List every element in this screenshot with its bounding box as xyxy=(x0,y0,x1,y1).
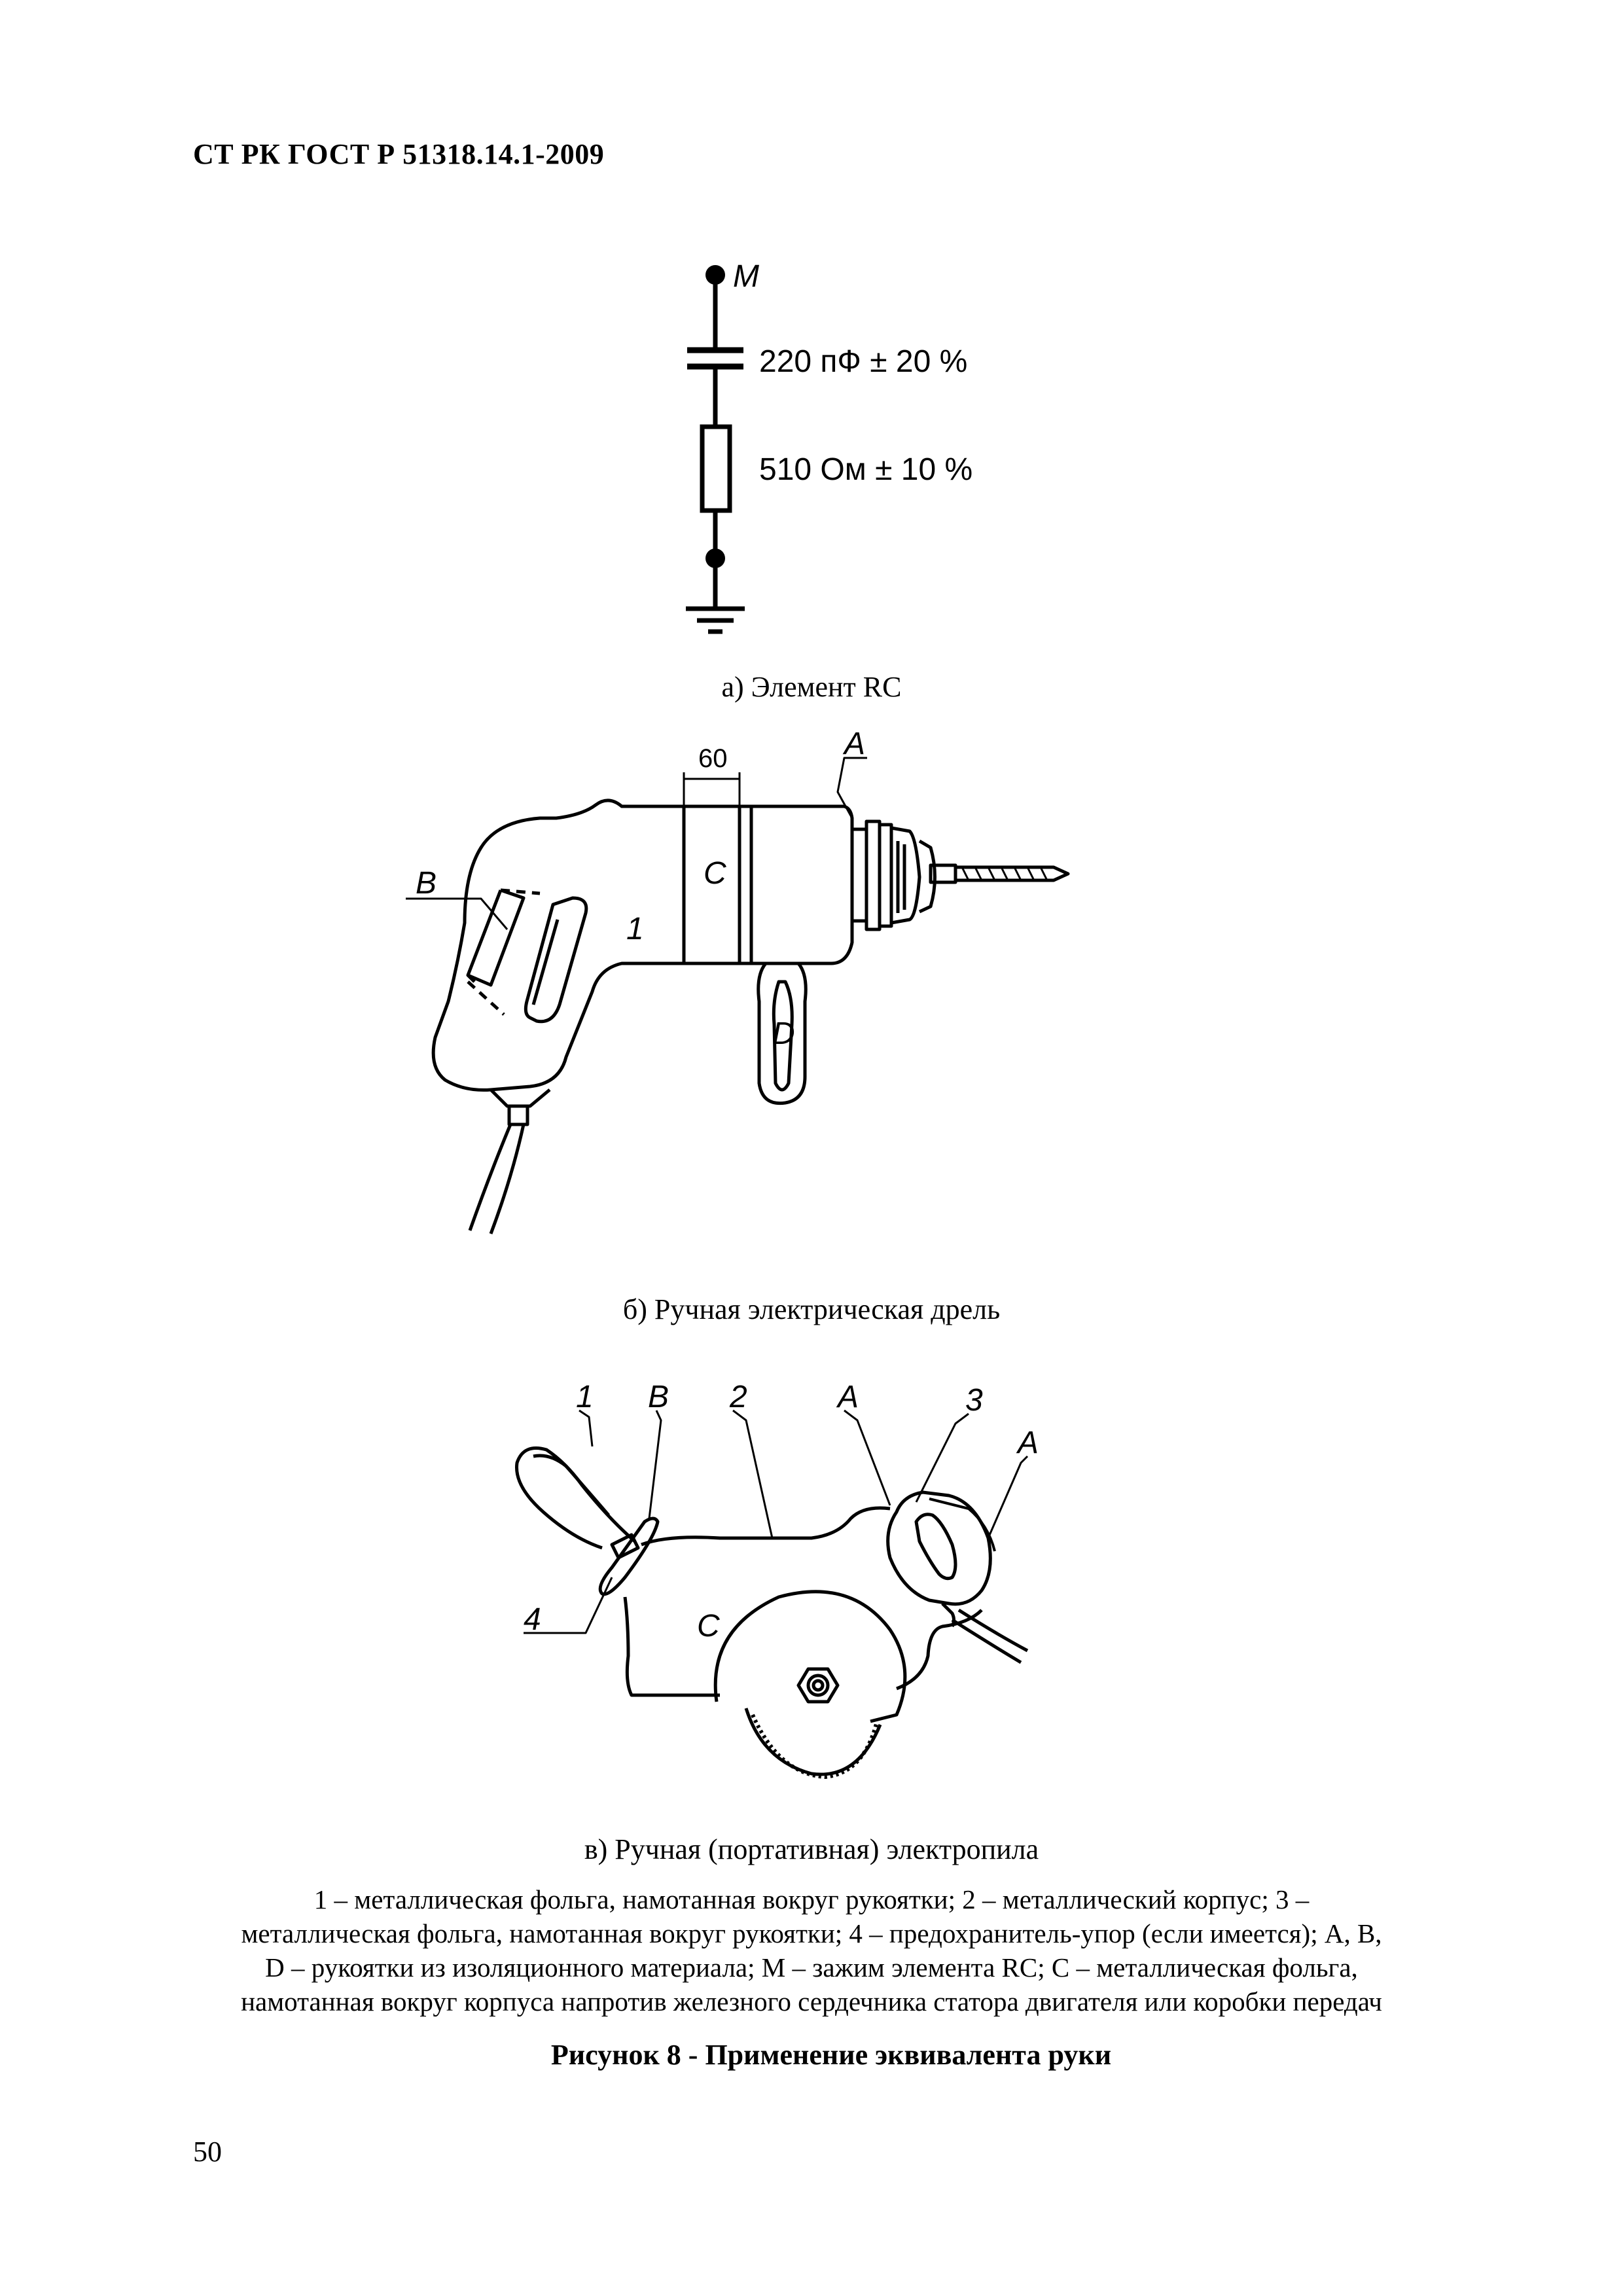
saw-label-3: 3 xyxy=(965,1383,983,1418)
terminal-m-label: M xyxy=(733,259,759,294)
drill-label-d: D xyxy=(772,1016,795,1051)
electric-saw-drawing: 1 B 2 A 3 A 4 C xyxy=(515,1381,1039,1779)
figure-b-caption: б) Ручная электрическая дрель xyxy=(622,1293,1001,1325)
junction-dot xyxy=(705,548,725,568)
page-number: 50 xyxy=(193,2136,222,2168)
figure-c-caption: в) Ручная (портативная) электропила xyxy=(584,1833,1039,1865)
figure-title: Рисунок 8 - Применение эквивалента руки xyxy=(550,2039,1112,2071)
rc-element-schematic: M 220 пФ ± 20 % 510 Ом ± 10 % xyxy=(686,259,972,634)
document-code-header: СТ РК ГОСТ Р 51318.14.1-2009 xyxy=(193,138,605,170)
saw-label-2: 2 xyxy=(729,1381,747,1414)
terminal-m-dot xyxy=(705,265,725,285)
dimension-60-label: 60 xyxy=(698,744,728,773)
saw-label-a-top: A xyxy=(836,1381,859,1414)
saw-label-c: C xyxy=(697,1609,720,1643)
drill-label-c: C xyxy=(704,856,726,891)
legend-line: металлическая фольга, намотанная вокруг … xyxy=(241,1918,1382,1948)
legend-line: D – рукоятки из изоляционного материала;… xyxy=(265,1952,1358,1982)
legend-line: намотанная вокруг корпуса напротив желез… xyxy=(241,1986,1382,2017)
saw-label-b: B xyxy=(648,1381,669,1414)
figure-a-caption: а) Элемент RC xyxy=(721,671,902,703)
resistor-value-label: 510 Ом ± 10 % xyxy=(759,452,972,487)
electric-drill-drawing: 60 A B C D 1 xyxy=(406,726,1070,1234)
saw-label-a-right: A xyxy=(1016,1426,1039,1460)
drill-label-b: B xyxy=(416,866,437,901)
figure-legend: 1 – металлическая фольга, намотанная вок… xyxy=(151,1882,1472,2018)
saw-label-4: 4 xyxy=(524,1602,541,1637)
drill-label-a: A xyxy=(842,726,865,761)
capacitor-value-label: 220 пФ ± 20 % xyxy=(759,344,967,379)
saw-label-1: 1 xyxy=(576,1381,594,1414)
drill-label-1: 1 xyxy=(626,912,644,946)
legend-line: 1 – металлическая фольга, намотанная вок… xyxy=(313,1884,1310,1914)
